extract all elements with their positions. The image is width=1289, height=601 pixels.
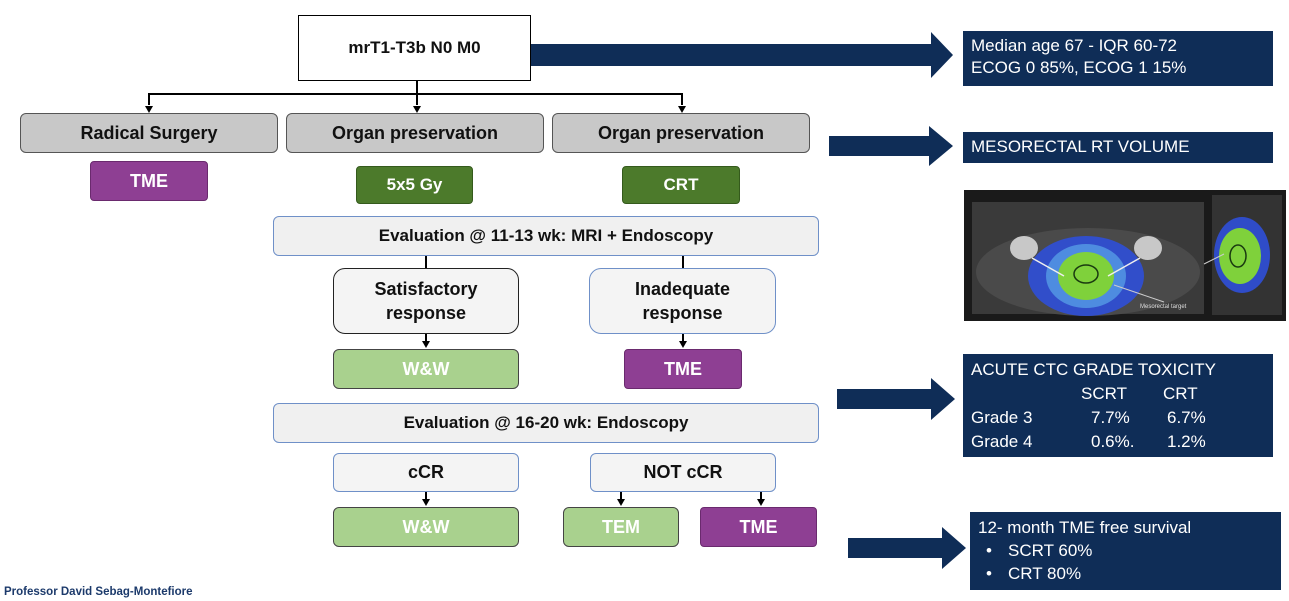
toxicity-grade-cell: Grade 4 xyxy=(971,432,1033,451)
right-arrow-icon xyxy=(829,126,953,166)
survival-info-box: 12- month TME free survival SCRT 60% CRT… xyxy=(970,512,1281,590)
connector-line xyxy=(425,492,427,500)
down-arrow-icon xyxy=(617,499,625,506)
radical-surgery-box: Radical Surgery xyxy=(20,113,278,153)
evaluation-box: Evaluation @ 11-13 wk: MRI + Endoscopy xyxy=(273,216,819,256)
connector-line xyxy=(681,93,683,105)
response-label: response xyxy=(385,303,467,323)
connector-line xyxy=(148,93,682,95)
age-line: Median age 67 - IQR 60-72 xyxy=(971,36,1178,55)
toxicity-header-cell xyxy=(971,382,1081,406)
toxicity-info-box: ACUTE CTC GRADE TOXICITY SCRT CRT Grade … xyxy=(963,354,1273,457)
not-ccr-box: NOT cCR xyxy=(590,453,776,492)
down-arrow-icon xyxy=(757,499,765,506)
connector-line xyxy=(425,334,427,342)
response-label: response xyxy=(642,303,723,323)
connector-line xyxy=(620,492,622,500)
tme-box: TME xyxy=(90,161,208,201)
toxicity-header-cell: SCRT xyxy=(1081,384,1127,403)
ccr-box: cCR xyxy=(333,453,519,492)
response-label: Satisfactory xyxy=(374,279,478,299)
toxicity-header-row: SCRT CRT xyxy=(971,382,1265,406)
watch-wait-box: W&W xyxy=(333,349,519,389)
connector-line xyxy=(682,334,684,342)
tme-box: TME xyxy=(624,349,742,389)
toxicity-value-cell: 6.7% xyxy=(1167,408,1206,427)
evaluation-box: Evaluation @ 16-20 wk: Endoscopy xyxy=(273,403,819,443)
toxicity-value-cell: 1.2% xyxy=(1167,432,1206,451)
connector-line xyxy=(760,492,762,500)
toxicity-title: ACUTE CTC GRADE TOXICITY xyxy=(971,360,1216,379)
response-label: Inadequate xyxy=(634,279,731,299)
toxicity-row: Grade 3 7.7% 6.7% xyxy=(971,406,1265,430)
survival-item: CRT 80% xyxy=(978,562,1273,585)
age-info-box: Median age 67 - IQR 60-72 ECOG 0 85%, EC… xyxy=(963,31,1273,86)
stage-box: mrT1-T3b N0 M0 xyxy=(298,15,531,81)
ct-label: Mesorectal target xyxy=(1140,304,1187,310)
toxicity-header-cell: CRT xyxy=(1163,384,1198,403)
right-arrow-icon xyxy=(531,32,953,78)
ct-scan-image: Mesorectal target xyxy=(964,190,1286,321)
connector-line xyxy=(425,256,427,268)
crt-box: CRT xyxy=(622,166,740,204)
volume-info-box: MESORECTAL RT VOLUME xyxy=(963,132,1273,163)
tme-box: TME xyxy=(700,507,817,547)
organ-preservation-box: Organ preservation xyxy=(552,113,810,153)
satisfactory-response-box: Satisfactory response xyxy=(333,268,519,334)
connector-line xyxy=(416,80,418,94)
connector-line xyxy=(682,256,684,268)
down-arrow-icon xyxy=(413,106,421,113)
down-arrow-icon xyxy=(145,106,153,113)
survival-title: 12- month TME free survival xyxy=(978,518,1192,537)
toxicity-value-cell: 0.6%. xyxy=(1091,432,1135,451)
ecog-line: ECOG 0 85%, ECOG 1 15% xyxy=(971,58,1187,77)
down-arrow-icon xyxy=(679,341,687,348)
organ-preservation-box: Organ preservation xyxy=(286,113,544,153)
right-arrow-icon xyxy=(848,527,966,569)
down-arrow-icon xyxy=(422,341,430,348)
connector-line xyxy=(148,93,150,105)
down-arrow-icon xyxy=(422,499,430,506)
survival-list: SCRT 60% CRT 80% xyxy=(978,539,1273,585)
watch-wait-box: W&W xyxy=(333,507,519,547)
connector-line xyxy=(416,93,418,105)
survival-item: SCRT 60% xyxy=(978,539,1273,562)
volume-label: MESORECTAL RT VOLUME xyxy=(971,137,1190,156)
toxicity-grade-cell: Grade 3 xyxy=(971,408,1033,427)
toxicity-row: Grade 4 0.6%. 1.2% xyxy=(971,430,1265,454)
tem-box: TEM xyxy=(563,507,679,547)
presenter-name: Professor David Sebag-Montefiore xyxy=(4,586,193,598)
down-arrow-icon xyxy=(678,106,686,113)
toxicity-value-cell: 7.7% xyxy=(1091,408,1130,427)
5x5gy-box: 5x5 Gy xyxy=(356,166,473,204)
right-arrow-icon xyxy=(837,378,955,420)
inadequate-response-box: Inadequate response xyxy=(589,268,776,334)
